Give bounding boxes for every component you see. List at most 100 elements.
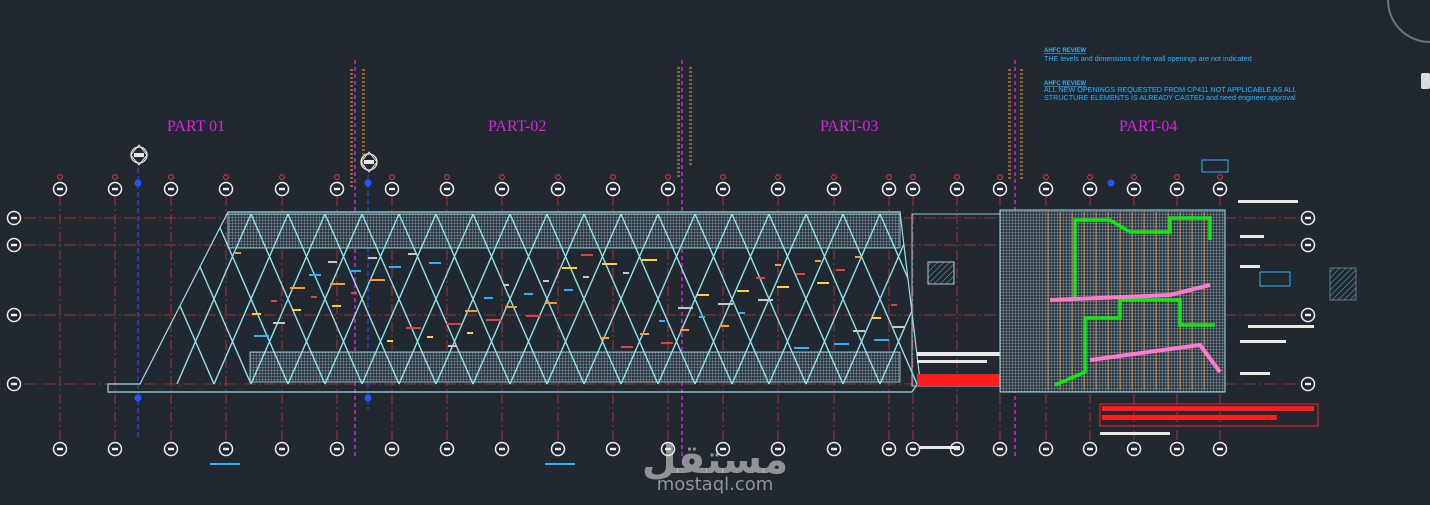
equipment-tag — [737, 290, 749, 292]
grid-bubble-icon — [1082, 181, 1098, 197]
north-arrow-icon — [130, 144, 148, 166]
equipment-tag — [562, 267, 577, 269]
grid-reference-marker — [389, 174, 395, 180]
grid-bubble-icon — [881, 441, 897, 457]
grid-bubble-icon — [52, 441, 68, 457]
part-02-label: PART-02 — [488, 118, 546, 135]
label-bar — [1100, 432, 1170, 435]
grid-bubble-icon — [992, 181, 1008, 197]
equipment-tag — [448, 345, 457, 347]
green-pipe-run — [1054, 298, 1215, 387]
grid-bubble-icon — [107, 181, 123, 197]
equipment-tag — [891, 304, 897, 306]
review-note-2: AHFC REVIEW ALL NEW OPENINGS REQUESTED F… — [1044, 81, 1297, 102]
grid-reference-marker — [665, 174, 671, 180]
pink-duct-run — [1089, 342, 1222, 374]
equipment-tag — [328, 261, 337, 263]
grid-bubble-icon — [1126, 441, 1142, 457]
equipment-tag — [446, 323, 461, 325]
equipment-tag — [623, 272, 629, 274]
grid-bubble-icon — [384, 181, 400, 197]
label-bar — [917, 360, 987, 363]
equipment-tag — [368, 257, 377, 259]
grid-bubble-icon — [1038, 181, 1054, 197]
equipment-tag — [739, 312, 745, 314]
equipment-tag — [332, 305, 341, 307]
grid-bubble-icon — [550, 181, 566, 197]
equipment-tag — [600, 337, 609, 339]
grid-bubble-icon — [6, 307, 22, 323]
equipment-tag — [777, 286, 789, 288]
grid-bubble-icon — [107, 441, 123, 457]
north-arrow-icon — [360, 151, 378, 173]
grid-reference-marker — [334, 174, 340, 180]
equipment-tag — [290, 287, 305, 289]
grid-reference-marker — [444, 174, 450, 180]
grid-bubble-icon — [218, 181, 234, 197]
equipment-tag — [815, 260, 821, 262]
equipment-tag — [273, 322, 285, 324]
equipment-tag — [699, 316, 705, 318]
truss-outline — [107, 211, 921, 393]
axis-marker — [364, 394, 372, 402]
grid-bubble-icon — [52, 181, 68, 197]
label-bar — [1240, 372, 1270, 375]
grid-bubble-icon — [218, 441, 234, 457]
part-01-label: PART 01 — [167, 118, 225, 135]
grid-bubble-icon — [826, 441, 842, 457]
equipment-tag — [503, 284, 509, 286]
equipment-tag — [581, 254, 593, 256]
watermark-latin: mostaql.com — [657, 474, 774, 495]
truss-frame — [107, 211, 921, 393]
red-highlight-block — [1102, 406, 1314, 411]
equipment-tag — [408, 253, 417, 255]
equipment-tag — [309, 274, 321, 276]
part-03-label: PART-03 — [820, 118, 878, 135]
equipment-tag — [467, 332, 473, 334]
grid-reference-marker — [910, 174, 916, 180]
equipment-tag — [349, 270, 361, 272]
grid-bubble-icon — [274, 441, 290, 457]
grid-bubble-icon — [1300, 210, 1316, 226]
grid-bubble-icon — [384, 441, 400, 457]
equipment-tag — [836, 269, 845, 271]
equipment-tag — [484, 297, 493, 299]
scale-bar — [545, 463, 575, 465]
grid-reference-marker — [1174, 174, 1180, 180]
grid-reference-marker — [954, 174, 960, 180]
equipment-tag — [505, 306, 517, 308]
equipment-tag — [389, 266, 401, 268]
truss-top-band — [227, 213, 901, 249]
grid-reference-marker — [499, 174, 505, 180]
review-note-1: AHFC REVIEW THE levels and dimensions of… — [1044, 48, 1252, 63]
grid-reference-marker — [223, 174, 229, 180]
grid-bubble-icon — [6, 376, 22, 392]
grid-reference-marker — [720, 174, 726, 180]
equipment-tag — [292, 309, 301, 311]
services-plan — [999, 209, 1226, 393]
grid-bubble-icon — [439, 441, 455, 457]
equipment-tag — [429, 262, 441, 264]
grid-bubble-icon — [1212, 441, 1228, 457]
grid-bubble-icon — [494, 441, 510, 457]
equipment-tag — [545, 302, 557, 304]
shaft-block — [927, 261, 955, 285]
grid-bubble-icon — [660, 181, 676, 197]
viewcube-icon[interactable] — [1387, 0, 1430, 89]
grid-reference-marker — [886, 174, 892, 180]
equipment-tag — [583, 276, 589, 278]
grid-bubbles — [6, 174, 1316, 457]
grid-bubble-icon — [1169, 441, 1185, 457]
label-bar — [1248, 325, 1314, 328]
equipment-tag — [252, 313, 261, 315]
equipment-tag — [855, 256, 861, 258]
review-note-1-line-1: THE levels and dimensions of the wall op… — [1044, 54, 1252, 63]
grid-reference-marker — [831, 174, 837, 180]
equipment-tag — [465, 310, 477, 312]
green-pipe-run — [1073, 216, 1212, 300]
grid-reference-marker — [168, 174, 174, 180]
mep-services-area — [911, 209, 1319, 427]
callout-box — [1259, 271, 1291, 287]
